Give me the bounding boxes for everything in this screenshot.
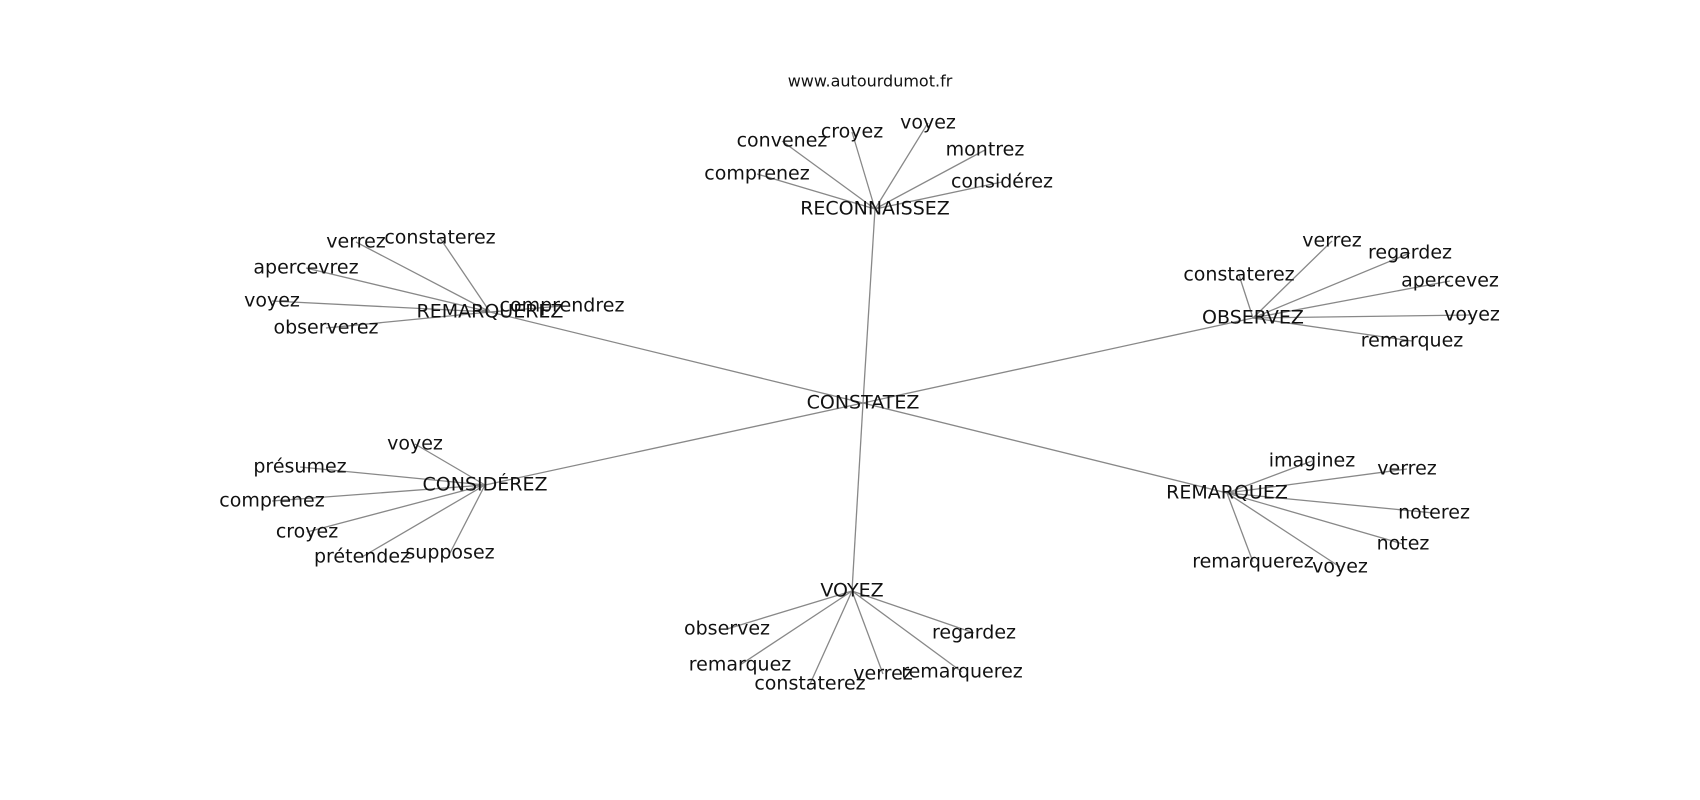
edge-0-0 <box>781 140 876 210</box>
leaf-node-3-2[interactable]: comprenez <box>219 490 324 512</box>
leaf-node-5-1[interactable]: regardez <box>932 622 1016 644</box>
source-label[interactable]: www.autourdumot.fr <box>788 72 953 91</box>
root-node[interactable]: CONSTATEZ <box>807 392 920 414</box>
leaf-node-0-2[interactable]: voyez <box>900 112 956 134</box>
leaf-node-1-4[interactable]: observerez <box>273 317 378 339</box>
edge-0-3 <box>874 149 986 210</box>
leaf-node-4-1[interactable]: verrez <box>1377 458 1436 480</box>
leaf-node-4-4[interactable]: remarquerez <box>1192 551 1314 573</box>
edge-root-2 <box>862 317 1254 404</box>
leaf-node-1-5[interactable]: comprendrez <box>500 295 625 317</box>
leaf-node-4-5[interactable]: voyez <box>1312 556 1368 578</box>
graph-edges <box>271 122 1473 685</box>
leaf-node-3-0[interactable]: voyez <box>387 433 443 455</box>
edge-2-4 <box>1252 314 1473 319</box>
leaf-node-0-3[interactable]: montrez <box>946 139 1025 161</box>
leaf-node-2-3[interactable]: apercevez <box>1401 270 1499 292</box>
leaf-node-5-0[interactable]: observez <box>684 618 770 640</box>
hub-node-5[interactable]: VOYEZ <box>820 580 883 602</box>
edge-0-4 <box>756 173 876 210</box>
edge-3-2 <box>271 484 486 502</box>
edge-1-0 <box>355 241 491 313</box>
hub-node-4[interactable]: REMARQUEZ <box>1166 482 1288 504</box>
leaf-node-5-5[interactable]: remarquerez <box>901 661 1023 683</box>
edge-2-2 <box>1238 274 1254 319</box>
leaf-node-0-5[interactable]: considérez <box>951 171 1053 193</box>
leaf-node-2-0[interactable]: verrez <box>1302 230 1361 252</box>
hub-node-1[interactable]: REMARQUEREZ <box>417 301 564 323</box>
edge-1-2 <box>305 267 491 313</box>
hub-node-3[interactable]: CONSIDÉREZ <box>423 473 548 496</box>
edge-0-5 <box>874 181 1003 210</box>
edge-root-5 <box>851 402 864 592</box>
leaf-node-5-4[interactable]: verrez <box>853 663 912 685</box>
leaf-node-5-3[interactable]: constaterez <box>754 673 865 695</box>
leaf-node-2-2[interactable]: constaterez <box>1183 264 1294 286</box>
edge-0-1 <box>851 131 876 210</box>
leaf-node-4-2[interactable]: noterez <box>1398 502 1470 524</box>
edge-3-1 <box>299 466 486 486</box>
edge-2-5 <box>1252 317 1413 342</box>
edge-2-0 <box>1252 240 1333 319</box>
leaf-node-1-2[interactable]: apercevrez <box>253 257 358 279</box>
leaf-node-2-5[interactable]: remarquez <box>1361 330 1464 352</box>
edge-4-2 <box>1226 492 1435 514</box>
edge-3-0 <box>414 443 486 486</box>
edge-1-4 <box>325 311 491 329</box>
edge-5-5 <box>851 590 963 673</box>
leaf-node-3-4[interactable]: prétendez <box>314 546 410 568</box>
edge-1-5 <box>489 305 563 313</box>
hub-node-2[interactable]: OBSERVEZ <box>1202 307 1304 329</box>
leaf-node-5-2[interactable]: remarquez <box>689 654 792 676</box>
edge-5-2 <box>739 590 853 666</box>
leaf-node-3-1[interactable]: présumez <box>253 456 346 478</box>
leaf-node-4-3[interactable]: notez <box>1377 533 1430 555</box>
edge-1-3 <box>271 300 491 313</box>
edge-3-5 <box>449 484 486 554</box>
leaf-node-3-5[interactable]: supposez <box>405 542 494 564</box>
leaf-node-0-4[interactable]: comprenez <box>704 163 809 185</box>
edge-1-1 <box>439 237 491 313</box>
edge-4-4 <box>1226 492 1254 563</box>
edge-5-1 <box>851 590 975 634</box>
edge-5-4 <box>851 590 884 675</box>
edge-4-0 <box>1226 460 1313 494</box>
hub-node-0[interactable]: RECONNAISSEZ <box>800 198 950 220</box>
edge-2-3 <box>1252 280 1451 319</box>
leaf-node-1-1[interactable]: constaterez <box>384 227 495 249</box>
edge-root-1 <box>489 311 864 404</box>
leaf-node-1-3[interactable]: voyez <box>244 290 300 312</box>
edge-root-0 <box>862 208 876 404</box>
edge-4-5 <box>1226 492 1341 568</box>
leaf-node-2-4[interactable]: voyez <box>1444 304 1500 326</box>
edge-4-3 <box>1226 492 1404 545</box>
edge-3-4 <box>361 484 486 558</box>
leaf-node-4-0[interactable]: imaginez <box>1269 450 1356 472</box>
edge-root-4 <box>862 402 1228 494</box>
edge-5-3 <box>809 590 853 685</box>
leaf-node-0-0[interactable]: convenez <box>737 130 828 152</box>
edge-5-0 <box>726 590 853 630</box>
leaf-node-1-0[interactable]: verrez <box>326 231 385 253</box>
leaf-node-3-3[interactable]: croyez <box>276 521 338 543</box>
edge-root-3 <box>484 402 864 486</box>
edge-2-1 <box>1252 252 1411 319</box>
edge-4-1 <box>1226 468 1408 494</box>
leaf-node-2-1[interactable]: regardez <box>1368 242 1452 264</box>
edge-0-2 <box>874 122 929 210</box>
leaf-node-0-1[interactable]: croyez <box>821 121 883 143</box>
edge-3-3 <box>306 484 486 533</box>
